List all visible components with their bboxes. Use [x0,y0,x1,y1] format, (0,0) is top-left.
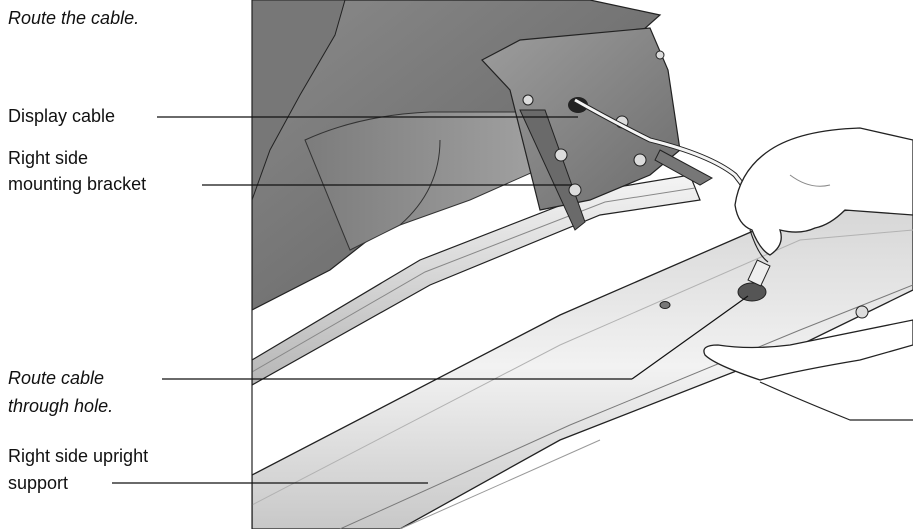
lower-rail [252,174,701,386]
upright-cable-hole [737,282,767,302]
leader-lines [112,116,749,484]
lower-hand [703,319,913,381]
console-shell-upper [252,0,346,201]
label-display-cable: Display cable [8,106,116,126]
caption: Route the cable. [8,8,140,28]
label-upright-line1: Right side upright [8,446,149,466]
label-bracket-line2: mounting bracket [8,174,147,194]
bracket-cable-hole [568,97,588,113]
label-route-line2: through hole. [8,396,114,416]
label-bracket-line1: Right side [8,148,89,168]
label-route-line1: Route cable [8,368,105,388]
upper-hand [734,127,913,256]
label-upright-line2: support [8,473,69,493]
cable-connector [747,259,771,287]
